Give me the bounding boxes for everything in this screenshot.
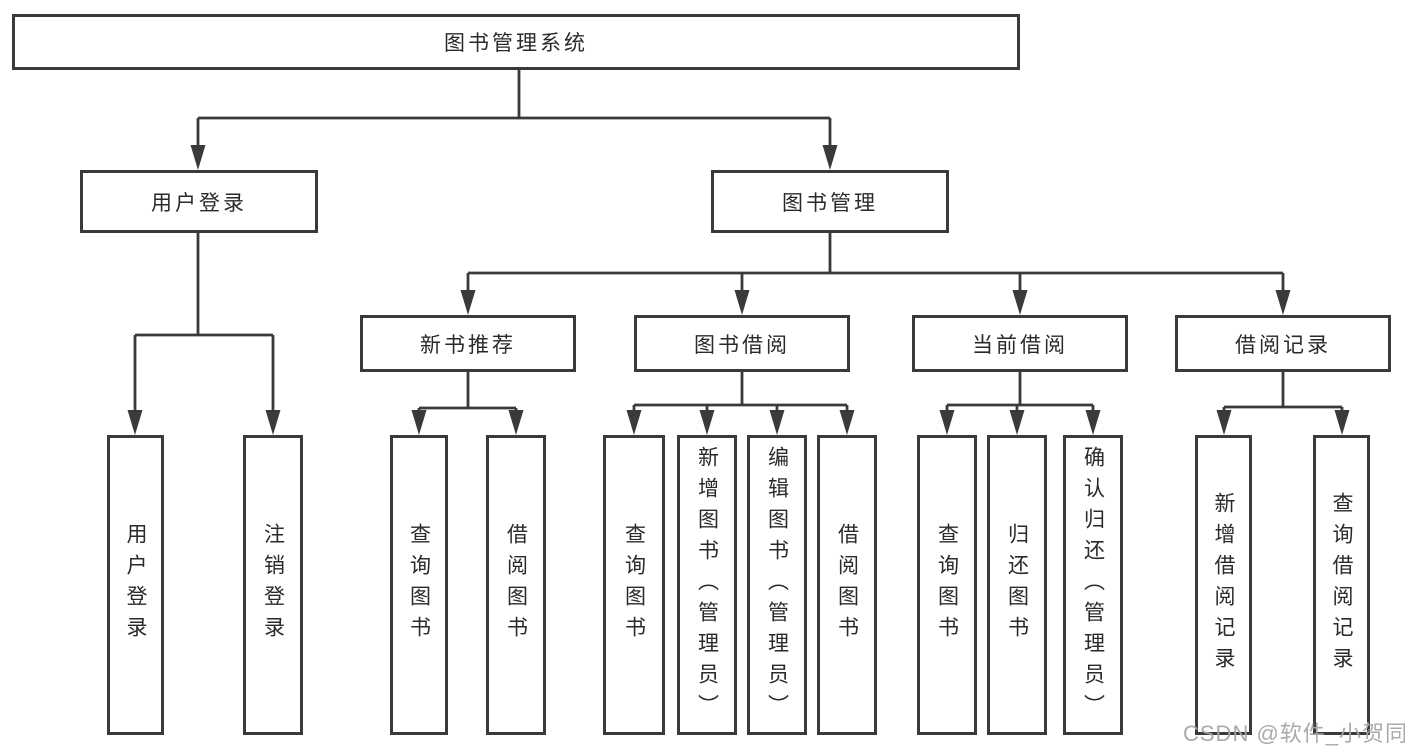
node-borrowing-records: 借阅记录 xyxy=(1175,315,1391,372)
node-book-borrowing: 图书借阅 xyxy=(634,315,850,372)
leaf-query-borrow-record: 查询借阅记录 xyxy=(1313,435,1370,735)
leaf-confirm-return-admin-label: 确认归还（管理员） xyxy=(1081,445,1105,725)
leaf-edit-book-admin: 编辑图书（管理员） xyxy=(747,435,807,735)
node-new-book-recommend: 新书推荐 xyxy=(360,315,576,372)
node-book-borrowing-label: 图书借阅 xyxy=(694,333,790,357)
leaf-borrow-books-borrowing-label: 借阅图书 xyxy=(835,523,859,647)
leaf-add-book-admin-label: 新增图书（管理员） xyxy=(695,445,719,725)
node-user-login-branch-label: 用户登录 xyxy=(151,191,247,215)
leaf-add-borrow-record-label: 新增借阅记录 xyxy=(1212,492,1235,678)
leaf-confirm-return-admin: 确认归还（管理员） xyxy=(1063,435,1123,735)
leaf-user-login-label: 用户登录 xyxy=(124,523,147,647)
leaf-borrow-books-recommend: 借阅图书 xyxy=(486,435,546,735)
leaf-query-borrow-record-label: 查询借阅记录 xyxy=(1330,492,1353,678)
leaf-return-book-label: 归还图书 xyxy=(1005,523,1029,647)
leaf-query-books-borrowing-label: 查询图书 xyxy=(622,523,646,647)
node-root: 图书管理系统 xyxy=(12,14,1020,70)
node-current-borrowing: 当前借阅 xyxy=(912,315,1128,372)
node-book-management: 图书管理 xyxy=(711,170,949,233)
leaf-query-books-recommend-label: 查询图书 xyxy=(407,523,431,647)
connector-shafts xyxy=(133,70,1344,413)
leaf-query-books-borrowing: 查询图书 xyxy=(603,435,665,735)
leaf-user-login: 用户登录 xyxy=(107,435,164,735)
leaf-query-books-recommend: 查询图书 xyxy=(390,435,448,735)
node-current-borrowing-label: 当前借阅 xyxy=(972,333,1068,357)
node-new-book-recommend-label: 新书推荐 xyxy=(420,333,516,357)
leaf-return-book: 归还图书 xyxy=(987,435,1047,735)
leaf-borrow-books-recommend-label: 借阅图书 xyxy=(504,523,528,647)
leaf-add-borrow-record: 新增借阅记录 xyxy=(1195,435,1252,735)
leaf-edit-book-admin-label: 编辑图书（管理员） xyxy=(765,445,789,725)
node-borrowing-records-label: 借阅记录 xyxy=(1235,333,1331,357)
node-user-login-branch: 用户登录 xyxy=(80,170,318,233)
leaf-logout: 注销登录 xyxy=(243,435,303,735)
leaf-add-book-admin: 新增图书（管理员） xyxy=(677,435,737,735)
watermark: CSDN @软件_小贺同学 xyxy=(1183,721,1405,746)
arrowheads xyxy=(127,145,1350,435)
leaf-query-books-current: 查询图书 xyxy=(917,435,977,735)
leaf-query-books-current-label: 查询图书 xyxy=(935,523,959,647)
leaf-logout-label: 注销登录 xyxy=(261,523,285,647)
node-root-label: 图书管理系统 xyxy=(444,32,588,55)
leaf-borrow-books-borrowing: 借阅图书 xyxy=(817,435,877,735)
node-book-management-label: 图书管理 xyxy=(782,191,878,215)
